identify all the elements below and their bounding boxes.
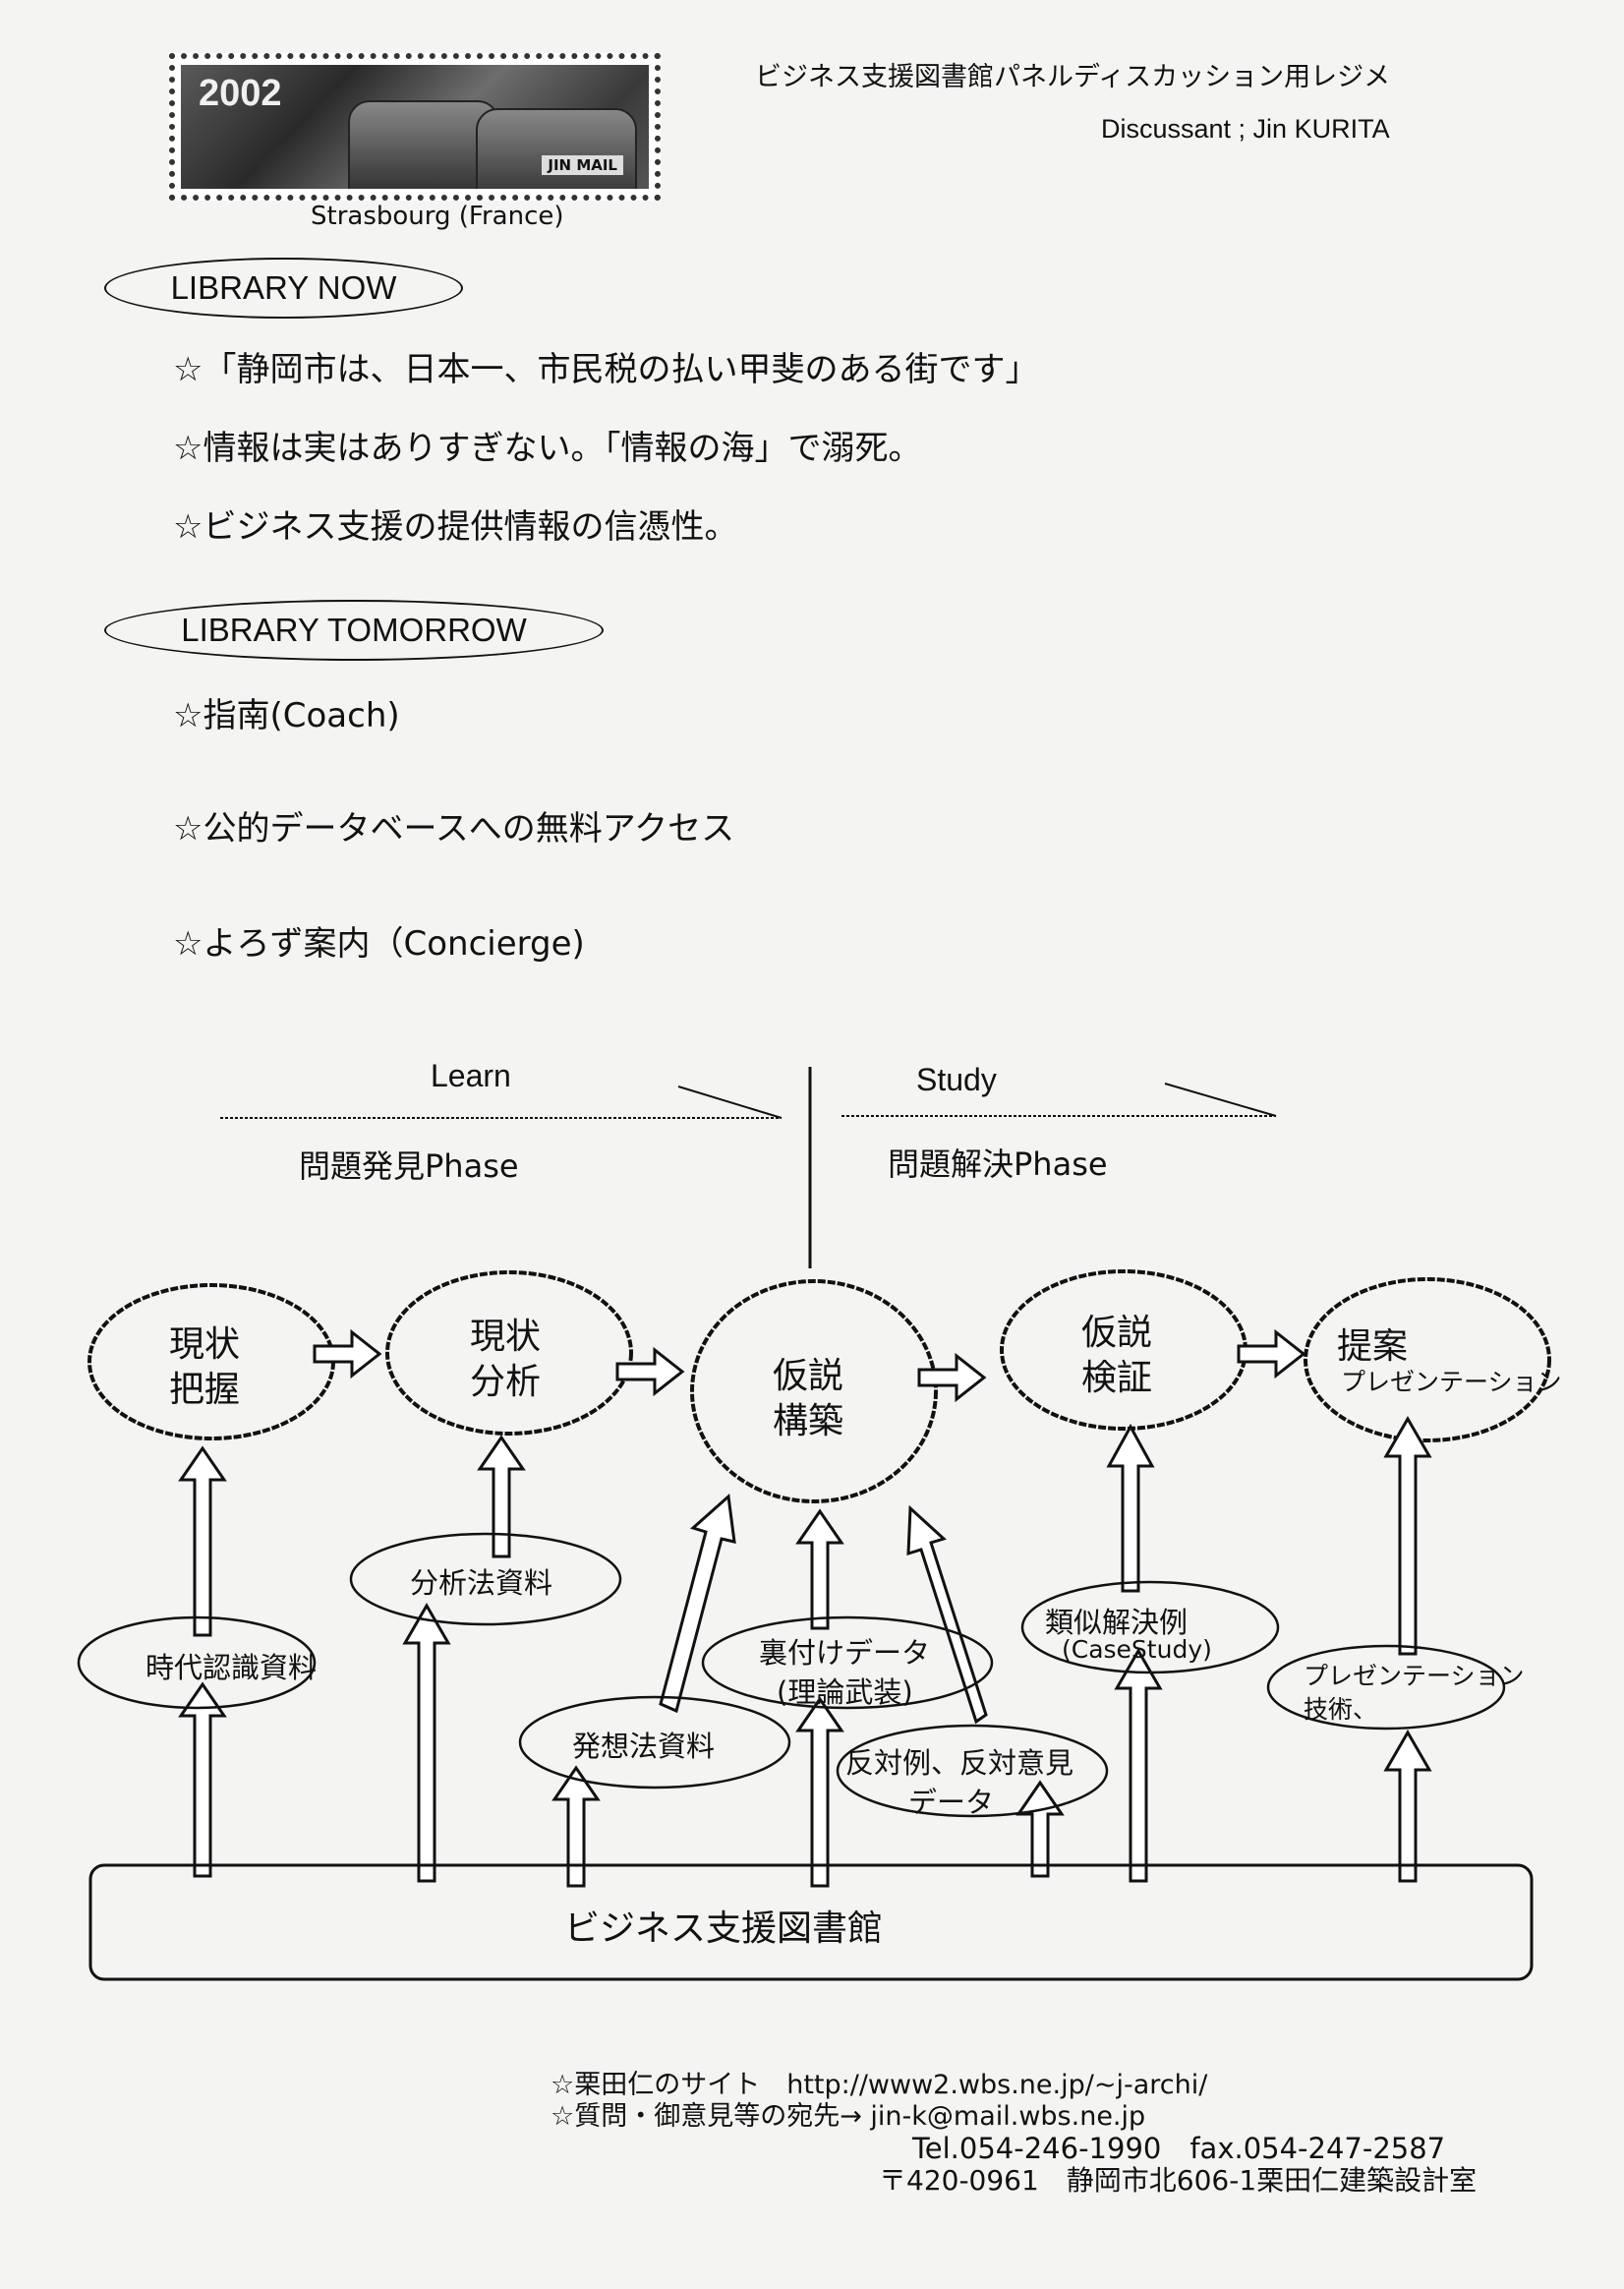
stage-label: プレゼンテーション (1341, 1368, 1562, 1396)
flow-arrow (313, 1328, 382, 1379)
up-arrow (551, 1765, 601, 1888)
tomorrow-item: ☆指南(Coach) (173, 696, 400, 735)
flow-arrow (917, 1352, 987, 1403)
resource-ellipse (349, 1532, 622, 1626)
up-arrow (795, 1508, 844, 1630)
stamp-brand: JIN MAIL (542, 155, 623, 175)
flow-arrow (1237, 1328, 1306, 1379)
up-arrow (1383, 1730, 1432, 1883)
section-heading-tomorrow-label: LIBRARY TOMORROW (181, 612, 527, 648)
resource-label: 技術、 (1304, 1695, 1378, 1724)
stamp-image: 2002 JIN MAIL (169, 53, 661, 201)
stage-label: 把握 (169, 1370, 241, 1410)
phase-left-name: 問題発見Phase (299, 1147, 519, 1185)
up-arrow (178, 1445, 227, 1637)
stage-label: 現状 (169, 1324, 241, 1365)
resource-label: 類似解決例 (1045, 1606, 1189, 1639)
section-heading-tomorrow: LIBRARY TOMORROW (104, 600, 604, 661)
up-arrow (477, 1435, 526, 1558)
resource-ellipse (836, 1724, 1109, 1818)
resource-ellipse (77, 1615, 317, 1710)
up-arrow (1015, 1780, 1065, 1878)
footer-site: ☆栗田仁のサイト http://www2.wbs.ne.jp/~j-archi/ (551, 2070, 1208, 2100)
learn-arrow-head (677, 1086, 783, 1119)
tomorrow-item: ☆公的データベースへの無料アクセス (173, 809, 735, 849)
section-heading-now-label: LIBRARY NOW (170, 269, 397, 306)
resource-label: 時代認識資料 (145, 1651, 318, 1684)
up-arrow (1114, 1648, 1163, 1883)
stamp-caption: Strasbourg (France) (311, 202, 564, 231)
section-heading-now: LIBRARY NOW (104, 258, 463, 319)
resource-label: (CaseStudy) (1062, 1635, 1212, 1664)
stage-ellipse (385, 1270, 633, 1436)
resource-label: 反対例、反対意見 (845, 1746, 1074, 1780)
stamp-year: 2002 (199, 73, 282, 114)
up-arrow (1383, 1416, 1432, 1656)
resource-label: データ (908, 1786, 995, 1819)
stage-label: 検証 (1081, 1358, 1153, 1398)
up-arrow (178, 1681, 227, 1878)
flow-arrow (615, 1346, 685, 1397)
now-item: ☆「静岡市は、日本一、市民税の払い甲斐のある街です」 (173, 350, 1039, 389)
base-box (88, 1863, 1534, 1981)
up-arrow (659, 1493, 736, 1714)
now-item: ☆情報は実はありすぎない。「情報の海」で溺死。 (173, 429, 922, 468)
stage-label: 提案 (1337, 1326, 1409, 1367)
tram-image (348, 100, 499, 189)
document-title: ビジネス支援図書館パネルディスカッション用レジメ (755, 62, 1391, 92)
phase-right-name: 問題解決Phase (888, 1145, 1108, 1183)
up-arrow (402, 1603, 451, 1883)
resource-label: 裏付けデータ (759, 1636, 931, 1670)
footer-address: 〒420-0961 静岡市北606-1栗田仁建築設計室 (879, 2164, 1478, 2197)
stage-ellipse (690, 1279, 938, 1503)
base-label: ビジネス支援図書館 (564, 1908, 884, 1949)
stage-ellipse (1304, 1277, 1551, 1442)
resource-ellipse (1020, 1580, 1280, 1674)
up-arrow (1106, 1423, 1155, 1593)
resource-ellipse (701, 1615, 994, 1710)
study-arrow-head (1164, 1083, 1277, 1117)
resource-label: 分析法資料 (410, 1566, 553, 1600)
up-arrow (795, 1696, 844, 1888)
resource-ellipse (1266, 1644, 1506, 1731)
tram-image (476, 108, 637, 189)
up-arrow (906, 1504, 988, 1725)
stage-label: 現状 (470, 1317, 542, 1357)
resource-label: プレゼンテーション (1304, 1662, 1525, 1690)
stage-label: 構築 (773, 1401, 844, 1441)
stage-label: 仮説 (773, 1356, 844, 1396)
footer-phone: Tel.054-246-1990 fax.054-247-2587 (912, 2132, 1446, 2165)
learn-label: Learn (431, 1058, 511, 1093)
resource-label: 発想法資料 (572, 1730, 716, 1763)
stage-label: 仮説 (1081, 1313, 1153, 1353)
stage-label: 分析 (470, 1362, 542, 1402)
footer-contact: ☆質問・御意見等の宛先→ jin-k@mail.wbs.ne.jp (551, 2101, 1146, 2132)
now-item: ☆ビジネス支援の提供情報の信憑性。 (173, 507, 738, 547)
study-label: Study (916, 1062, 997, 1097)
tomorrow-item: ☆よろず案内（Concierge) (173, 924, 585, 964)
discussant-name: Discussant ; Jin KURITA (1101, 114, 1390, 144)
resource-ellipse (518, 1695, 791, 1790)
resource-label: (理論武装) (777, 1675, 913, 1709)
